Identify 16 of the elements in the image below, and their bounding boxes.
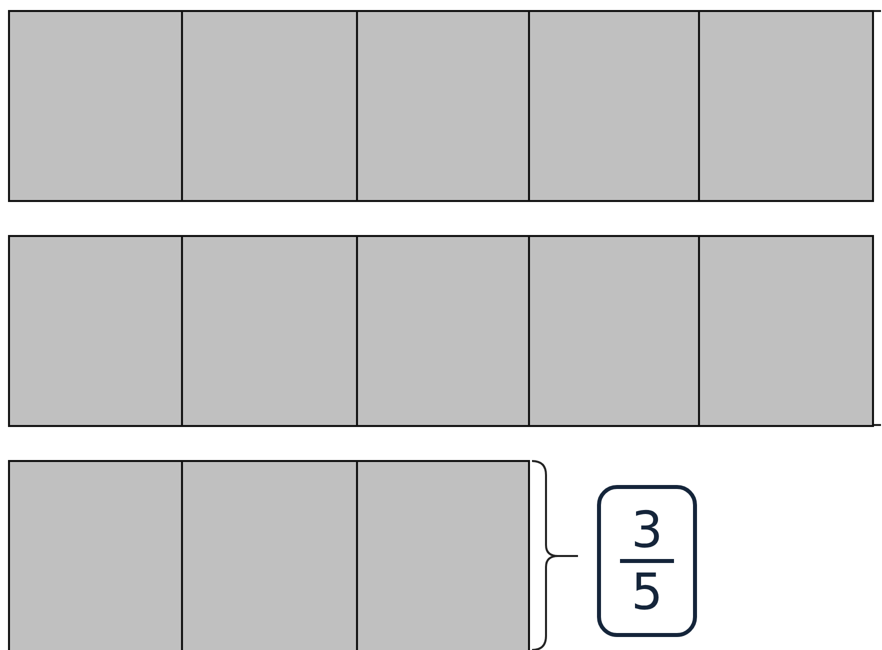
- denominator: 5: [630, 565, 664, 619]
- fraction-bar-part: [8, 460, 183, 650]
- fraction-bar-part: [8, 235, 183, 427]
- fraction-bar-part: [181, 235, 358, 427]
- fraction-bar-part: [356, 10, 530, 202]
- fraction-bar-part: [356, 235, 530, 427]
- fraction-card: [597, 485, 697, 637]
- fraction-bar-part: [698, 10, 874, 202]
- fraction-bar-part: [528, 235, 700, 427]
- fraction-bar-part: [181, 460, 358, 650]
- fraction-bar-part: [528, 10, 700, 202]
- numerator: 3: [630, 503, 664, 557]
- fraction-bar-part: [181, 10, 358, 202]
- fraction-bar-part: [356, 460, 530, 650]
- fraction-bar-part: [698, 235, 874, 427]
- fraction-bar-part: [8, 10, 183, 202]
